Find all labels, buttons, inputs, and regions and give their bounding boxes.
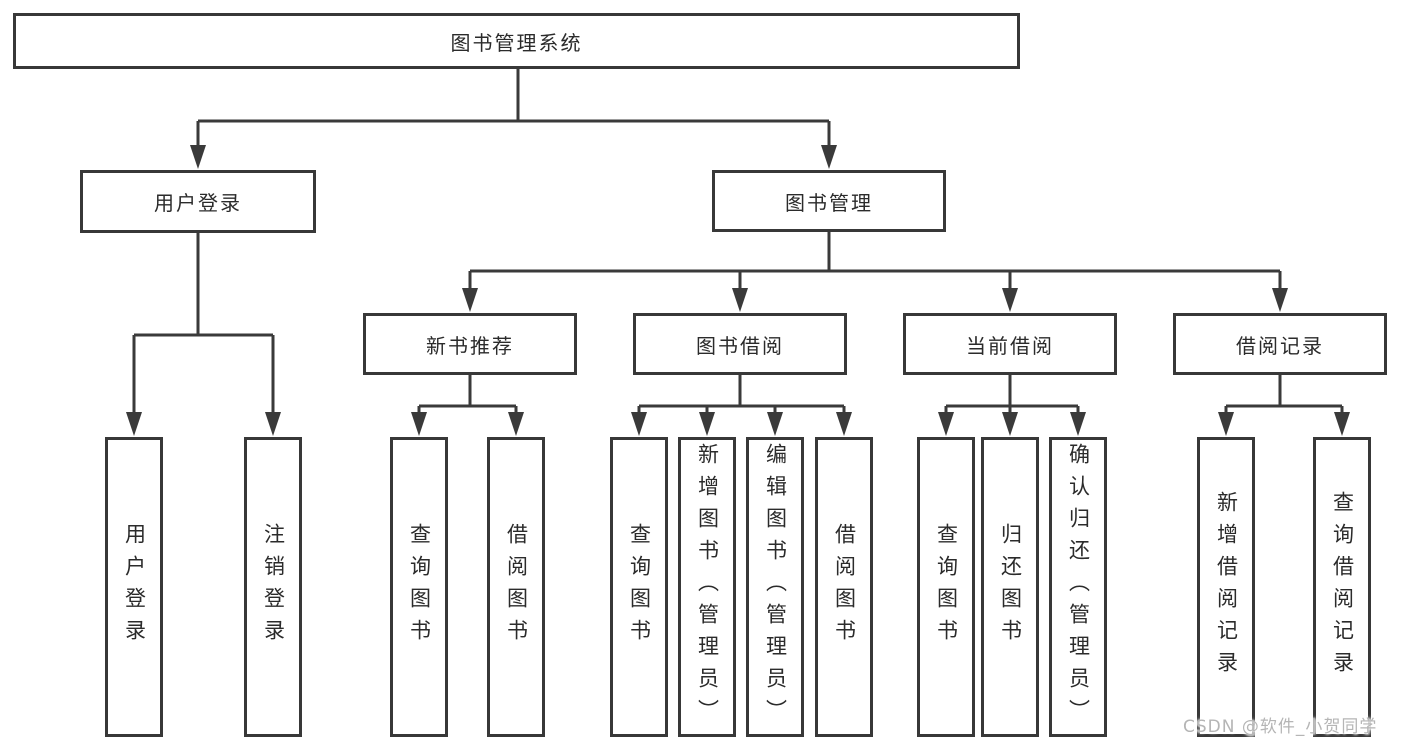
node-book-borrowing: 图书借阅: [633, 313, 847, 375]
leaf-records-add-record: 新增借阅记录: [1197, 437, 1255, 737]
csdn-watermark: CSDN @软件_小贺同学: [1183, 717, 1378, 737]
leaf-borrowing-add-books-admin: 新增图书（管理员）: [678, 437, 736, 737]
leaf-borrowing-edit-books-admin: 编辑图书（管理员）: [746, 437, 804, 737]
node-book-management-system: 图书管理系统: [13, 13, 1020, 69]
leaf-newbooks-borrow-books: 借阅图书: [487, 437, 545, 737]
leaf-newbooks-query-books: 查询图书: [390, 437, 448, 737]
node-borrowing-records: 借阅记录: [1173, 313, 1387, 375]
arrowheads: [126, 145, 1350, 436]
leaf-current-confirm-return-admin: 确认归还（管理员）: [1049, 437, 1107, 737]
node-book-management-branch: 图书管理: [712, 170, 946, 232]
leaf-current-return-books: 归还图书: [981, 437, 1039, 737]
node-new-books: 新书推荐: [363, 313, 577, 375]
leaf-borrowing-query-books: 查询图书: [610, 437, 668, 737]
leaf-logout: 注销登录: [244, 437, 302, 737]
leaf-records-query-record: 查询借阅记录: [1313, 437, 1371, 737]
leaf-borrowing-borrow-books: 借阅图书: [815, 437, 873, 737]
node-current-borrowing: 当前借阅: [903, 313, 1117, 375]
leaf-user-login: 用户登录: [105, 437, 163, 737]
connector-paths: [132, 69, 1344, 414]
node-user-login-branch: 用户登录: [80, 170, 316, 233]
leaf-current-query-books: 查询图书: [917, 437, 975, 737]
